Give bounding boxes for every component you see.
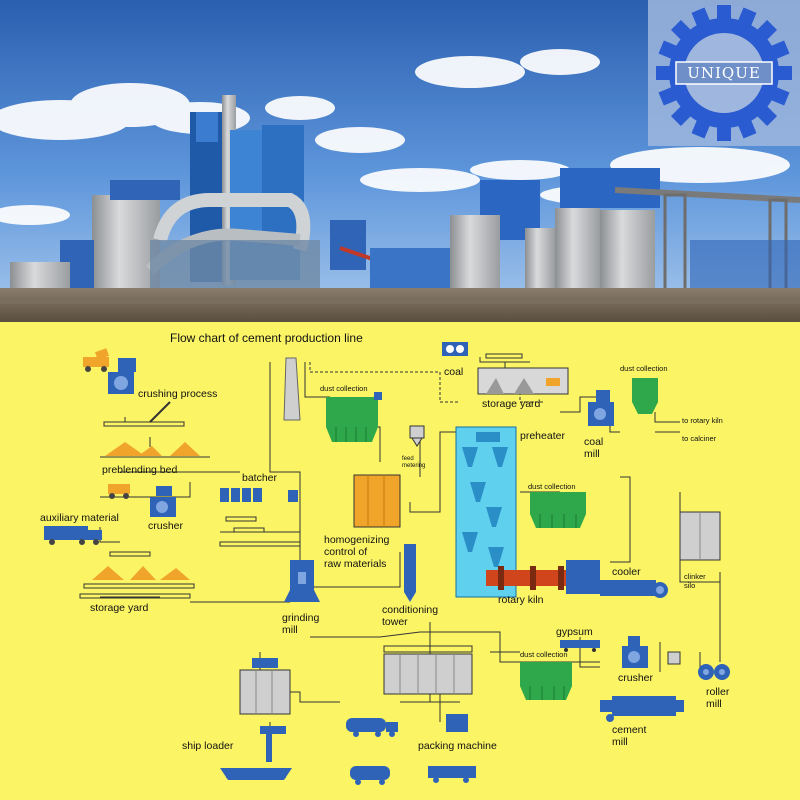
logo-text: UNIQUE: [687, 64, 761, 82]
label-auxiliary-material: auxiliary material: [40, 512, 119, 524]
dump-truck-icon: [83, 348, 110, 372]
label-rotary-kiln: rotary kiln: [498, 594, 544, 606]
label-to-rotary-kiln: to rotary kiln: [682, 416, 723, 425]
label-crusher-2: crusher: [618, 672, 654, 684]
label-ship-loader: ship loader: [182, 740, 234, 752]
label-cooler: cooler: [612, 566, 641, 578]
label-storage-yard-2: storage yard: [482, 398, 541, 410]
label-preheater: preheater: [520, 430, 565, 442]
flow-diagram: Flow chart of cement production line cru…: [0, 322, 800, 800]
label-gypsum: gypsum: [556, 626, 593, 638]
brand-logo: UNIQUE: [648, 0, 800, 146]
label-coal: coal: [444, 366, 464, 378]
label-storage-yard-1: storage yard: [90, 602, 149, 614]
label-preblending-bed: preblending bed: [102, 464, 178, 476]
label-dust-collection-3: dust collection: [528, 482, 576, 491]
label-crusher-1: crusher: [148, 520, 184, 532]
label-packing-machine: packing machine: [418, 740, 497, 752]
label-to-calciner: to calciner: [682, 434, 717, 443]
label-dust-collection-4: dust collection: [520, 650, 568, 659]
label-crushing-process: crushing process: [138, 388, 218, 400]
label-dust-collection-2: dust collection: [620, 364, 668, 373]
label-batcher: batcher: [242, 472, 278, 484]
diagram-title: Flow chart of cement production line: [170, 331, 363, 345]
label-dust-collection-1: dust collection: [320, 384, 368, 393]
